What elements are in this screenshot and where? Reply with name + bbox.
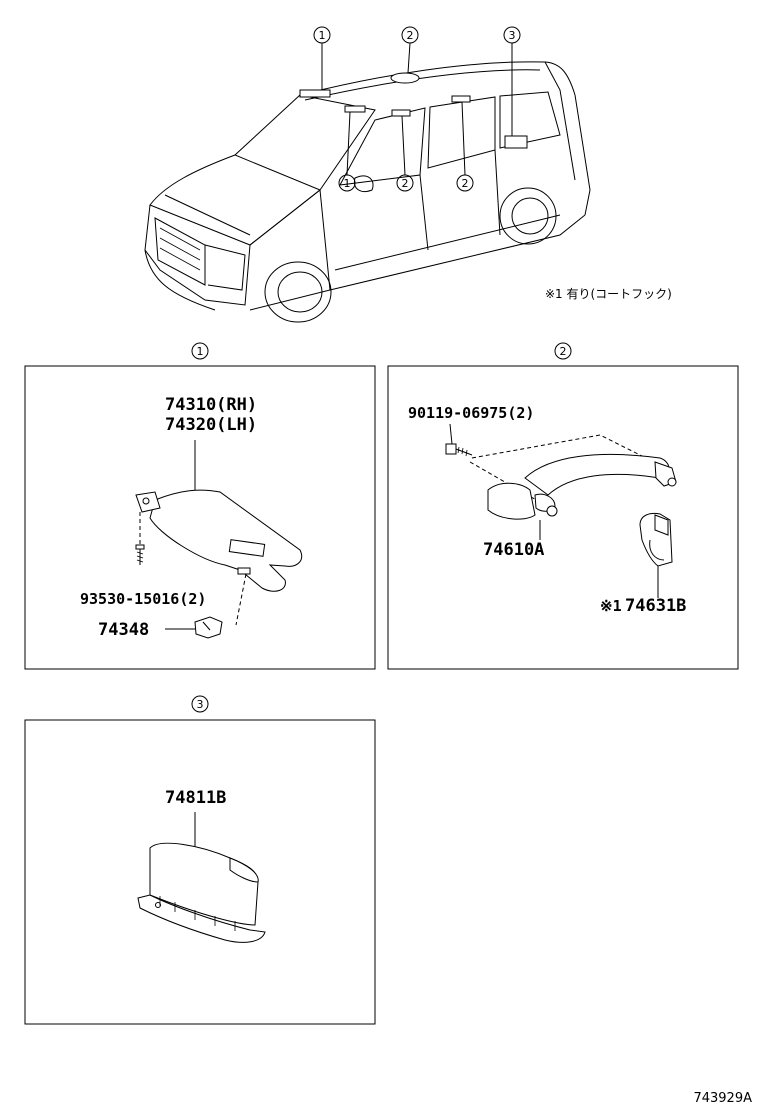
assist-grip	[487, 453, 677, 520]
svg-text:2: 2	[407, 29, 414, 42]
diagram-id: 743929A	[693, 1091, 752, 1106]
panel-2-frame	[387, 365, 739, 670]
bolt-icon	[445, 443, 473, 457]
screw-icon	[135, 544, 145, 565]
part-label-clip: 74348	[98, 620, 149, 640]
callout-3-top: 3	[503, 26, 521, 136]
part-label-sun-visor-lh: 74320(LH)	[165, 415, 257, 435]
callout-2-side-b: 2	[456, 101, 474, 192]
part-label-screw: 93530-15016(2)	[80, 590, 206, 608]
svg-text:1: 1	[344, 177, 351, 190]
panel-1-frame	[24, 365, 376, 670]
svg-text:2: 2	[462, 177, 469, 190]
lamp-cover	[137, 842, 266, 943]
panel-2-header: 2	[554, 342, 572, 360]
panel-3-header: 3	[191, 695, 209, 713]
sun-visor	[135, 489, 303, 592]
coat-hook	[639, 512, 673, 567]
callout-1-side: 1	[338, 111, 356, 192]
svg-text:3: 3	[197, 698, 204, 711]
part-label-assist-grip: 74610A	[483, 540, 544, 560]
callout-1-top: 1	[313, 26, 331, 90]
part-label-coat-hook: 74631B	[625, 596, 686, 616]
svg-text:1: 1	[319, 29, 326, 42]
panel-1-header: 1	[191, 342, 209, 360]
svg-text:2: 2	[560, 345, 567, 358]
vehicle-illustration	[144, 61, 591, 323]
coat-hook-mark: ※1	[600, 597, 622, 615]
svg-text:1: 1	[197, 345, 204, 358]
coat-hook-note: ※1 有り(コートフック)	[545, 287, 672, 301]
part-label-lamp-cover: 74811B	[165, 788, 226, 808]
panel-3-frame	[24, 719, 376, 1025]
callout-2-side-a: 2	[396, 115, 414, 192]
part-label-bolt: 90119-06975(2)	[408, 404, 534, 422]
svg-text:2: 2	[402, 177, 409, 190]
svg-text:3: 3	[509, 29, 516, 42]
part-label-sun-visor-rh: 74310(RH)	[165, 395, 257, 415]
clip-icon	[194, 616, 223, 639]
callout-2-top: 2	[401, 26, 419, 74]
